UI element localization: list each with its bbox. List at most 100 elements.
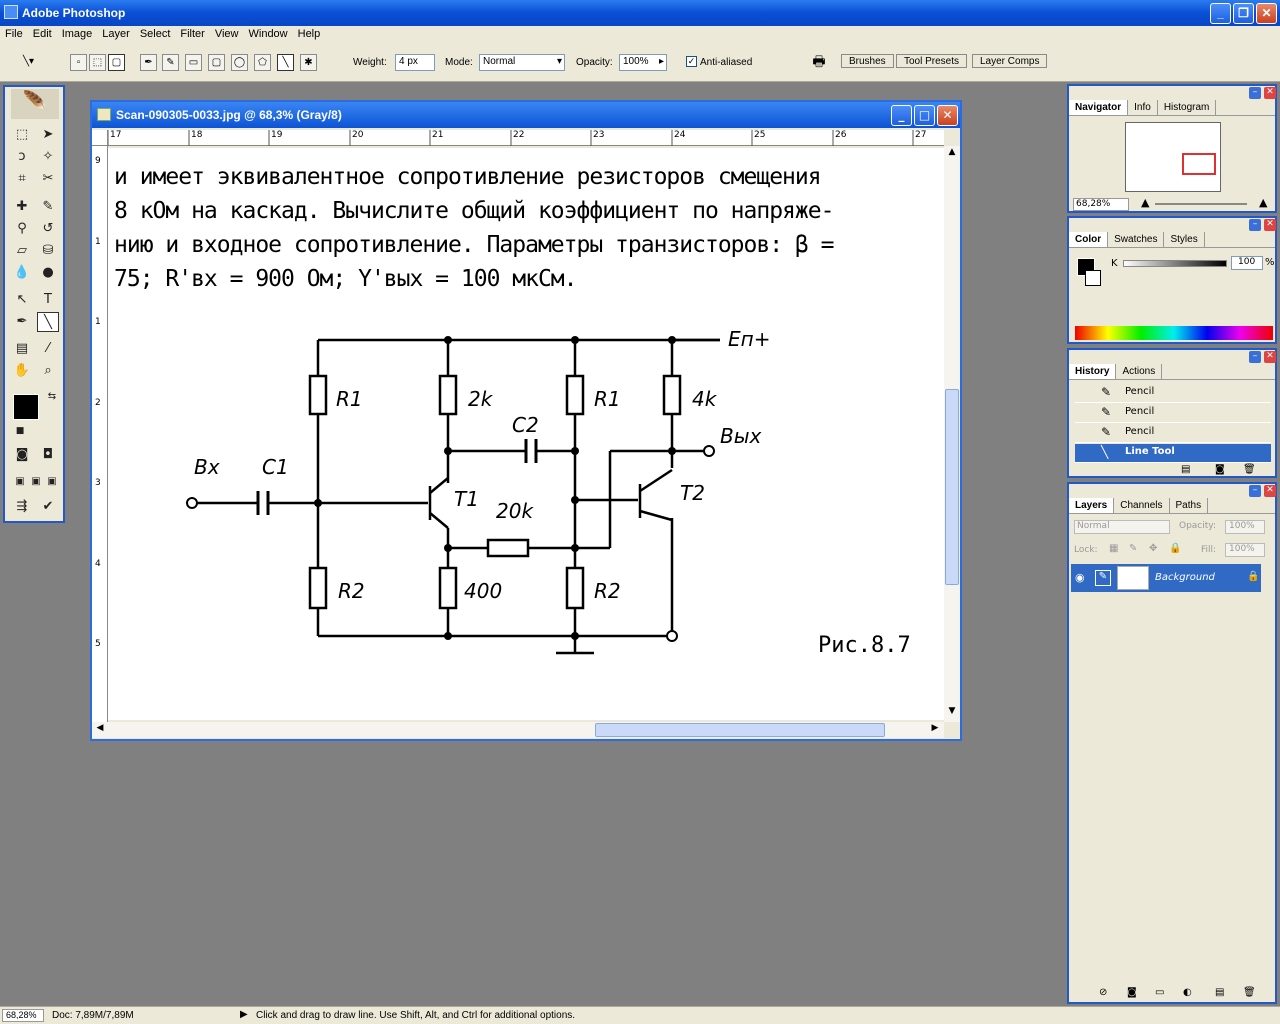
crop-icon[interactable]: ⌗ <box>18 171 26 186</box>
new-group-icon[interactable]: ▭ <box>1155 987 1165 998</box>
new-snapshot-icon[interactable]: ◙ <box>1215 464 1225 475</box>
shape-layers-icon[interactable]: ▫ <box>70 54 87 71</box>
tab-brushes[interactable]: Brushes <box>841 54 894 68</box>
quick-mask-icon[interactable]: ◘ <box>42 447 54 462</box>
marquee-icon[interactable]: ⬚ <box>15 127 29 142</box>
doc-close-button[interactable]: ✕ <box>937 105 958 126</box>
doc-maximize-button[interactable]: □ <box>914 105 935 126</box>
tab-layer-comps[interactable]: Layer Comps <box>972 54 1048 68</box>
paint-bucket-icon[interactable]: ⛁ <box>42 243 54 258</box>
screen-mode-standard-icon[interactable]: ▣ <box>15 476 25 487</box>
panel-close-icon[interactable]: ✕ <box>1264 351 1276 363</box>
vertical-scrollbar[interactable]: ▲ ▼ <box>944 146 960 722</box>
paths-icon[interactable]: ⬚ <box>89 54 106 71</box>
menu-edit[interactable]: Edit <box>32 28 52 40</box>
menu-window[interactable]: Window <box>248 28 288 40</box>
tab-tool-presets[interactable]: Tool Presets <box>896 54 968 68</box>
color-background-swatch[interactable] <box>1085 270 1101 286</box>
default-colors-icon[interactable]: ■ <box>15 426 25 436</box>
menu-select[interactable]: Select <box>139 28 171 40</box>
history-brush-icon[interactable]: ↺ <box>42 221 54 236</box>
tab-swatches[interactable]: Swatches <box>1108 232 1165 247</box>
menu-help[interactable]: Help <box>297 28 321 40</box>
new-layer-icon[interactable]: ▤ <box>1215 987 1225 998</box>
k-value-field[interactable]: 100 <box>1231 256 1263 270</box>
tab-styles[interactable]: Styles <box>1164 232 1205 247</box>
move-icon[interactable]: ➤ <box>42 127 54 142</box>
eyedropper-icon[interactable]: ⁄ <box>46 341 50 356</box>
tab-paths[interactable]: Paths <box>1170 498 1209 513</box>
navigator-view-box[interactable] <box>1182 153 1216 175</box>
tab-actions[interactable]: Actions <box>1116 364 1163 379</box>
menu-view[interactable]: View <box>214 28 239 40</box>
zoom-in-icon[interactable]: ▲ <box>1259 196 1268 209</box>
pen-icon[interactable]: ✒ <box>140 54 157 71</box>
panel-close-icon[interactable]: ✕ <box>1264 87 1276 99</box>
document-titlebar[interactable]: Scan-090305-0033.jpg @ 68,3% (Gray/8) _ … <box>92 102 960 128</box>
lasso-icon[interactable]: ↄ <box>18 149 26 164</box>
blur-icon[interactable]: 💧 <box>13 265 31 280</box>
adjustment-layer-icon[interactable]: ◐ <box>1183 987 1192 998</box>
menu-layer[interactable]: Layer <box>102 28 130 40</box>
weight-input[interactable]: 4 px <box>395 54 435 71</box>
trash-icon[interactable]: 🗑 <box>1243 464 1256 475</box>
blend-mode-select[interactable]: Normal <box>1074 520 1170 534</box>
screen-mode-full-menu-icon[interactable]: ▣ <box>31 476 41 487</box>
foreground-color-swatch[interactable] <box>13 394 39 420</box>
eraser-icon[interactable]: ▱ <box>17 243 27 258</box>
history-item[interactable]: ✎Pencil <box>1075 384 1271 403</box>
history-item-selected[interactable]: ╲Line Tool <box>1075 444 1271 463</box>
scroll-down-icon[interactable]: ▼ <box>948 706 956 716</box>
layer-row-background[interactable]: ◉ ✎ Background 🔒 <box>1071 564 1261 592</box>
close-button[interactable]: ✕ <box>1256 3 1277 24</box>
dodge-icon[interactable]: ● <box>42 265 54 280</box>
swap-colors-icon[interactable]: ⇆ <box>47 391 57 402</box>
standard-mode-icon[interactable]: ◙ <box>15 447 29 462</box>
tab-history[interactable]: History <box>1069 364 1117 379</box>
status-menu-arrow-icon[interactable]: ▶ <box>240 1009 248 1020</box>
path-selection-icon[interactable]: ↖ <box>16 292 28 307</box>
eye-icon[interactable]: ◉ <box>1075 571 1085 584</box>
clone-stamp-icon[interactable]: ⚲ <box>17 221 27 236</box>
link-layers-icon[interactable]: ⊘ <box>1099 987 1108 998</box>
notes-icon[interactable]: ▤ <box>15 341 29 356</box>
panel-minimize-icon[interactable]: – <box>1249 219 1261 231</box>
k-slider[interactable] <box>1123 260 1227 267</box>
image-canvas[interactable]: и имеет эквивалентное сопротивление рези… <box>108 148 944 720</box>
minimize-button[interactable]: _ <box>1210 3 1231 24</box>
polygon-icon[interactable]: ⬠ <box>254 54 271 71</box>
brush-icon[interactable]: ✎ <box>42 199 54 214</box>
history-item[interactable]: ✎Pencil <box>1075 424 1271 443</box>
custom-shape-icon[interactable]: ✱ <box>300 54 317 71</box>
color-ramp[interactable] <box>1075 326 1273 340</box>
fill-pixels-icon[interactable]: ▢ <box>108 54 125 71</box>
navigator-zoom-field[interactable]: 68,28% <box>1073 198 1129 211</box>
screen-mode-full-icon[interactable]: ▣ <box>47 476 57 487</box>
type-icon[interactable]: T <box>44 292 52 307</box>
palette-well-icon[interactable]: 🖶 <box>812 53 826 69</box>
pen-tool-icon[interactable]: ✒ <box>16 314 28 329</box>
magic-wand-icon[interactable]: ✧ <box>42 149 54 164</box>
delete-layer-icon[interactable]: 🗑 <box>1243 987 1256 998</box>
zoom-out-icon[interactable]: ▲ <box>1141 196 1150 209</box>
horizontal-scroll-thumb[interactable] <box>595 723 885 737</box>
menu-file[interactable]: File <box>5 28 23 40</box>
scroll-right-icon[interactable]: ▶ <box>931 723 939 733</box>
panel-minimize-icon[interactable]: – <box>1249 485 1261 497</box>
lock-transparency-icon[interactable]: ▦ <box>1109 543 1119 554</box>
navigator-thumbnail[interactable] <box>1125 122 1221 192</box>
doc-minimize-button[interactable]: _ <box>891 105 912 126</box>
freeform-pen-icon[interactable]: ✎ <box>162 54 179 71</box>
lock-all-icon[interactable]: 🔒 <box>1169 543 1182 554</box>
slice-icon[interactable]: ✂ <box>42 171 54 186</box>
vertical-scroll-thumb[interactable] <box>945 389 959 585</box>
rounded-rectangle-icon[interactable]: ▢ <box>208 54 225 71</box>
antialias-checkbox[interactable]: ✓ <box>686 56 697 67</box>
tab-histogram[interactable]: Histogram <box>1158 100 1217 115</box>
history-item[interactable]: ✎Pencil <box>1075 404 1271 423</box>
tab-navigator[interactable]: Navigator <box>1069 100 1129 115</box>
ruler-origin[interactable] <box>92 130 108 146</box>
tab-channels[interactable]: Channels <box>1114 498 1170 513</box>
healing-brush-icon[interactable]: ✚ <box>16 199 28 214</box>
line-tool-icon[interactable]: ╲ <box>37 312 59 332</box>
